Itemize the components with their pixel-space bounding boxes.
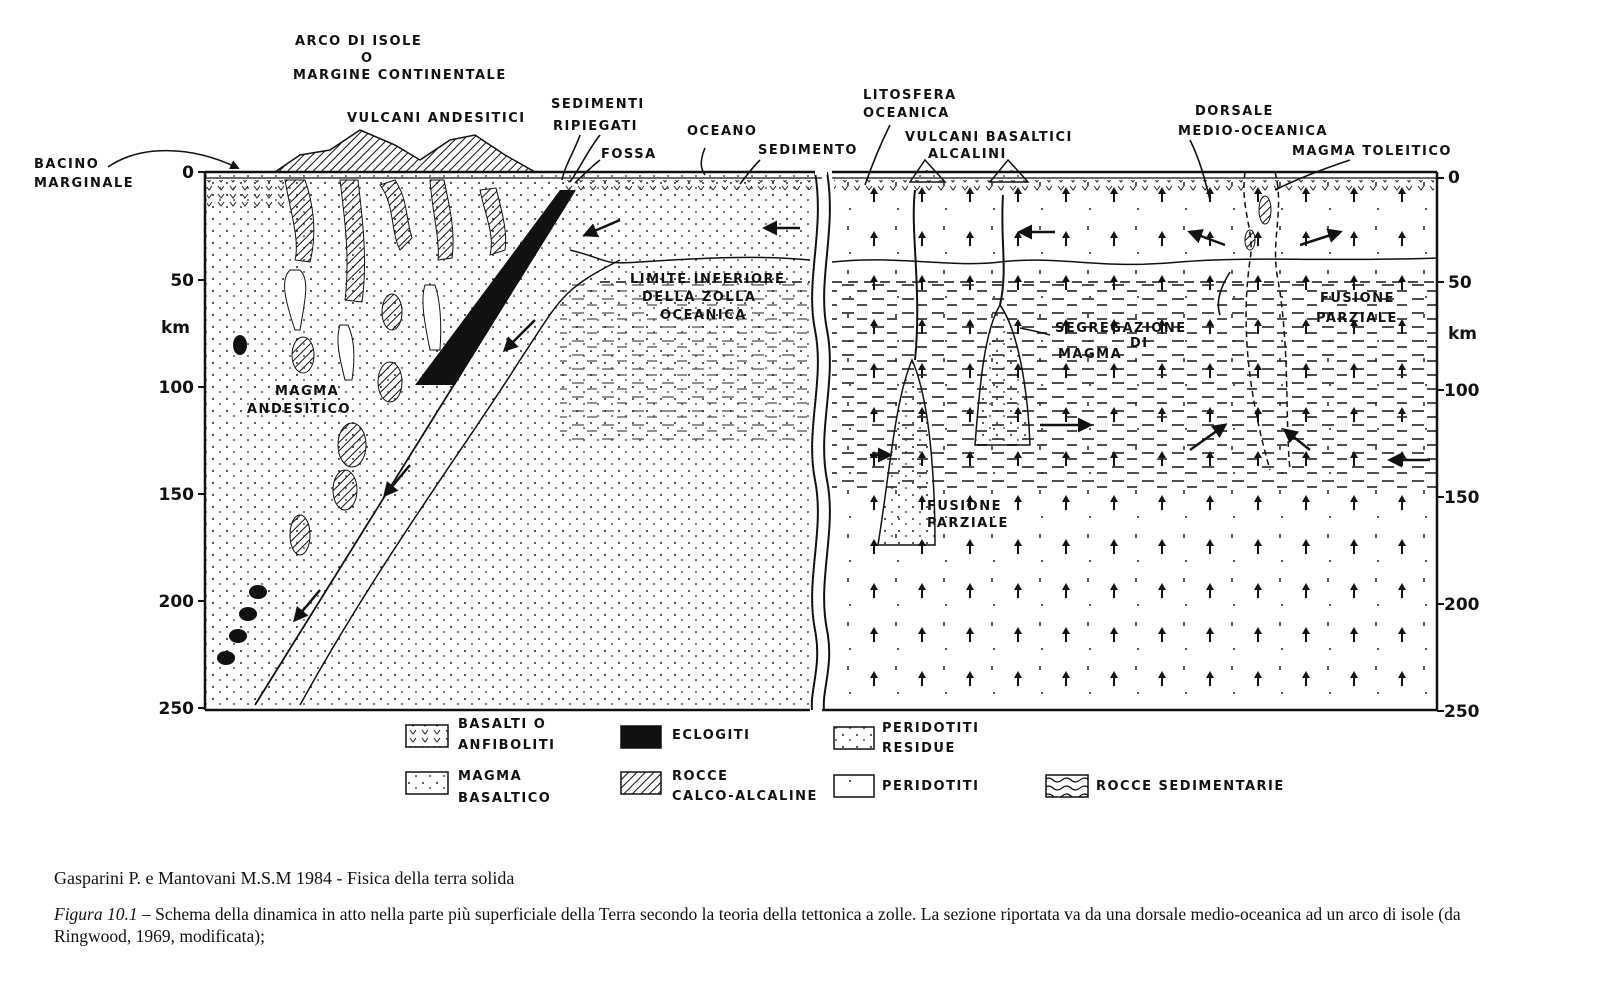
- left-unit: km: [161, 318, 190, 338]
- basaltic-magma-plumes: [877, 158, 1031, 546]
- label-magma-toleitico: MAGMA TOLEITICO: [1292, 144, 1452, 159]
- subducting-slab: [254, 189, 1438, 706]
- right-tick-0: 0: [1448, 168, 1460, 188]
- left-tick-100: 100: [159, 378, 195, 398]
- label-segregazione-2: DI: [1130, 336, 1149, 351]
- right-tick-250: 250: [1444, 702, 1480, 722]
- legend-item-peridotiti: PERIDOTITI: [833, 774, 980, 798]
- legend-label-rocce-calco-1: ROCCE: [672, 769, 729, 784]
- right-tick-150: 150: [1444, 488, 1480, 508]
- legend-swatch-peridotiti-residue: [833, 726, 875, 750]
- label-limite-1: LIMITE INFERIORE: [630, 272, 785, 287]
- label-arco-1: ARCO DI ISOLE: [295, 34, 422, 49]
- legend-swatch-basalti: [405, 724, 449, 748]
- depth-axis-right: 0 50 km 100 150 200 250: [1437, 168, 1480, 722]
- label-sedimenti-1: SEDIMENTI: [551, 97, 645, 112]
- label-fusione-left-1: FUSIONE: [927, 499, 1002, 514]
- legend-swatch-eclogiti: [620, 725, 662, 749]
- label-limite-2: DELLA ZOLLA: [642, 290, 756, 305]
- figure-caption-text: – Schema della dinamica in atto nella pa…: [54, 904, 1461, 946]
- right-tick-50: 50: [1448, 273, 1472, 293]
- diagram-labels: ARCO DI ISOLE O MARGINE CONTINENTALE VUL…: [34, 34, 1452, 531]
- right-tick-200: 200: [1444, 595, 1480, 615]
- legend-item-rocce-calco: ROCCE CALCO-ALCALINE: [620, 769, 818, 804]
- label-segregazione-1: SEGREGAZIONE: [1055, 321, 1187, 336]
- label-vulcani-basaltici-1: VULCANI BASALTICI: [905, 130, 1073, 145]
- label-fossa: FOSSA: [601, 147, 657, 162]
- label-sedimenti-2: RIPIEGATI: [553, 119, 638, 134]
- label-magma-andesitico-2: ANDESITICO: [247, 402, 351, 417]
- legend-item-basalti: BASALTI O ANFIBOLITI: [405, 717, 555, 753]
- legend-label-eclogiti: ECLOGITI: [672, 728, 751, 743]
- legend-swatch-rocce-sedimentarie: [1045, 774, 1089, 798]
- figure-caption: Figura 10.1 – Schema della dinamica in a…: [54, 903, 1534, 947]
- label-bacino-2: MARGINALE: [34, 176, 134, 191]
- label-oceano: OCEANO: [687, 124, 757, 139]
- label-segregazione-3: MAGMA: [1058, 347, 1122, 362]
- label-arco-3: MARGINE CONTINENTALE: [293, 68, 507, 83]
- label-limite-3: OCEANICA: [660, 308, 747, 323]
- source-citation: Gasparini P. e Mantovani M.S.M 1984 - Fi…: [54, 868, 515, 888]
- legend-label-rocce-sedimentarie: ROCCE SEDIMENTARIE: [1096, 779, 1285, 794]
- left-tick-150: 150: [159, 485, 195, 505]
- label-litosfera-1: LITOSFERA: [863, 88, 957, 103]
- andesitic-magma-bodies: [217, 269, 442, 665]
- label-dorsale-2: MEDIO-OCEANICA: [1178, 124, 1328, 139]
- label-vulcani-basaltici-2: ALCALINI: [928, 147, 1007, 162]
- label-fusione-right-1: FUSIONE: [1320, 291, 1395, 306]
- left-tick-50: 50: [170, 271, 194, 291]
- legend-item-rocce-sedimentarie: ROCCE SEDIMENTARIE: [1045, 774, 1285, 798]
- flow-arrows: [293, 218, 1430, 623]
- leader-lines: [107, 124, 1351, 336]
- legend-label-rocce-calco-2: CALCO-ALCALINE: [672, 789, 818, 804]
- legend-label-peridotiti: PERIDOTITI: [882, 779, 980, 794]
- legend-label-peridotiti-residue-2: RESIDUE: [882, 741, 956, 756]
- legend-swatch-rocce-calco: [620, 771, 662, 795]
- legend-swatch-peridotiti: [833, 774, 875, 798]
- legend-label-magma-basaltico-1: MAGMA: [458, 769, 522, 784]
- left-tick-250: 250: [159, 699, 195, 719]
- label-dorsale-1: DORSALE: [1195, 104, 1274, 119]
- legend-label-basalti-2: ANFIBOLITI: [458, 738, 555, 753]
- legend-label-peridotiti-residue-1: PERIDOTITI: [882, 721, 980, 736]
- legend-swatch-magma-basaltico: [405, 771, 449, 795]
- figure-number: Figura 10.1: [54, 904, 138, 924]
- ridge-upwelling: [1243, 171, 1291, 471]
- right-unit: km: [1448, 324, 1477, 344]
- legend-item-magma-basaltico: MAGMA BASALTICO: [405, 769, 551, 806]
- andesitic-volcanoes: [272, 129, 538, 303]
- label-fusione-left-2: PARZIALE: [927, 516, 1009, 531]
- label-vulcani-andesitici: VULCANI ANDESITICI: [347, 111, 526, 126]
- legend-item-peridotiti-residue: PERIDOTITI RESIDUE: [833, 721, 980, 756]
- label-arco-2: O: [361, 51, 374, 66]
- label-bacino-1: BACINO: [34, 157, 99, 172]
- label-litosfera-2: OCEANICA: [863, 106, 950, 121]
- label-magma-andesitico-1: MAGMA: [275, 384, 339, 399]
- label-fusione-right-2: PARZIALE: [1316, 311, 1398, 326]
- depth-axis-left: 0 50 km 100 150 200 250: [159, 163, 205, 719]
- left-tick-200: 200: [159, 592, 195, 612]
- label-sedimento: SEDIMENTO: [758, 143, 858, 158]
- legend-label-magma-basaltico-2: BASALTICO: [458, 791, 551, 806]
- right-tick-100: 100: [1444, 381, 1480, 401]
- legend-item-eclogiti: ECLOGITI: [620, 725, 751, 749]
- left-tick-0: 0: [182, 163, 194, 183]
- legend: BASALTI O ANFIBOLITI ECLOGITI PERIDOTITI…: [405, 717, 1285, 806]
- legend-label-basalti-1: BASALTI O: [458, 717, 546, 732]
